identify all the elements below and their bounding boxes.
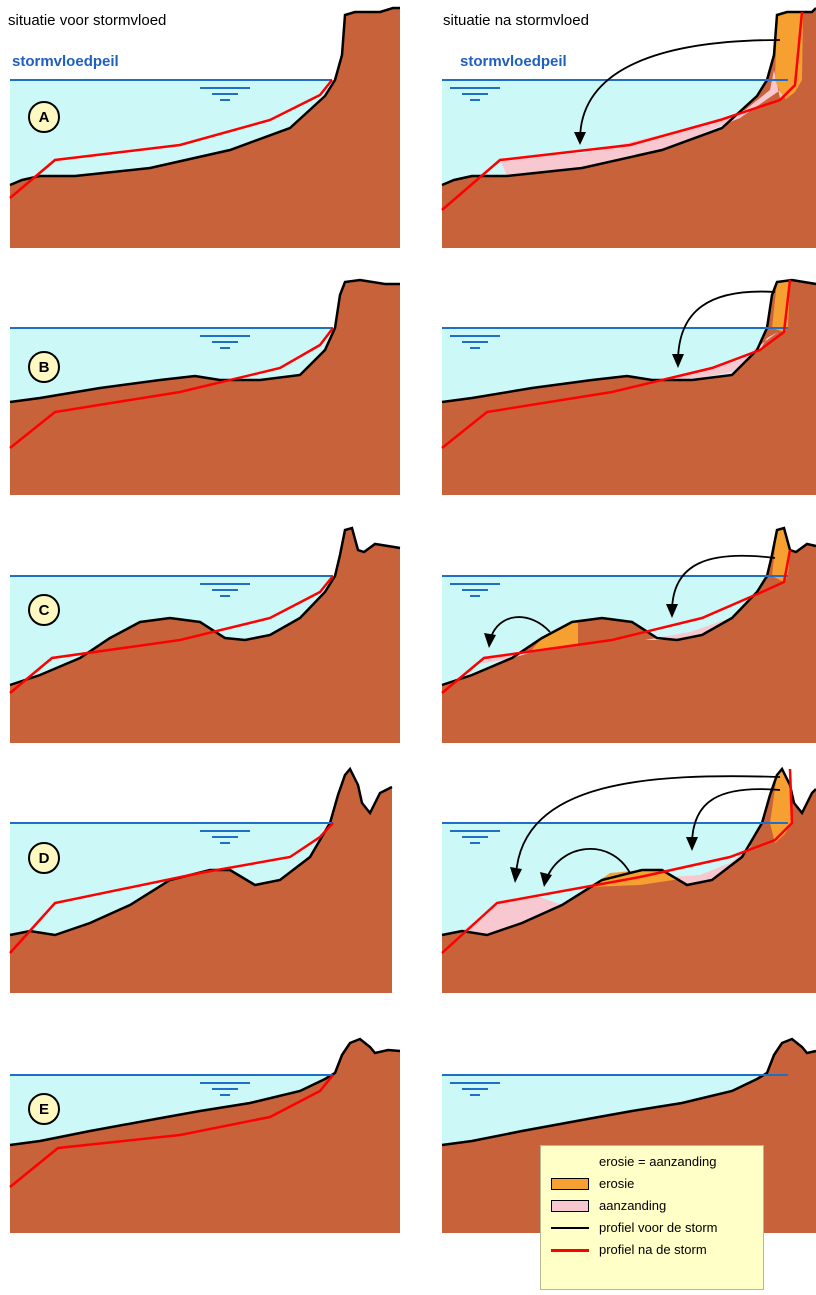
legend-label: profiel voor de storm	[599, 1220, 718, 1235]
profile-after-swatch	[551, 1249, 589, 1252]
row-badge-e: E	[29, 1094, 59, 1124]
panel-b-after	[400, 250, 816, 500]
deposition-swatch	[551, 1200, 589, 1212]
profile-before-swatch	[551, 1227, 589, 1229]
erosion-swatch	[551, 1178, 589, 1190]
legend-item-profile-after: profiel na de storm	[541, 1240, 763, 1260]
legend-label: erosie	[599, 1176, 634, 1191]
panel-d-after	[400, 745, 816, 995]
panel-a-before: A	[0, 0, 400, 250]
legend-label: aanzanding	[599, 1198, 666, 1213]
legend-label: profiel na de storm	[599, 1242, 707, 1257]
panel-c-before: C	[0, 500, 400, 745]
svg-text:C: C	[39, 602, 50, 619]
row-badge-b: B	[29, 352, 59, 382]
row-badge-c: C	[29, 595, 59, 625]
legend: erosie = aanzanding erosie aanzanding pr…	[540, 1145, 764, 1290]
svg-text:E: E	[39, 1101, 49, 1118]
legend-item-deposition: aanzanding	[541, 1196, 763, 1216]
panel-d-before: D	[0, 745, 400, 995]
legend-item-profile-before: profiel voor de storm	[541, 1218, 763, 1238]
legend-item-erosion: erosie	[541, 1174, 763, 1194]
panel-e-before: E	[0, 995, 400, 1245]
svg-text:D: D	[39, 850, 50, 867]
legend-title-row: erosie = aanzanding	[541, 1152, 763, 1172]
row-badge-a: A	[29, 102, 59, 132]
panel-c-after	[400, 500, 816, 745]
row-badge-d: D	[29, 843, 59, 873]
legend-title: erosie = aanzanding	[599, 1154, 716, 1169]
panel-b-before: B	[0, 250, 400, 500]
panel-a-after	[400, 0, 816, 250]
svg-text:B: B	[39, 359, 50, 376]
svg-text:A: A	[39, 109, 50, 126]
